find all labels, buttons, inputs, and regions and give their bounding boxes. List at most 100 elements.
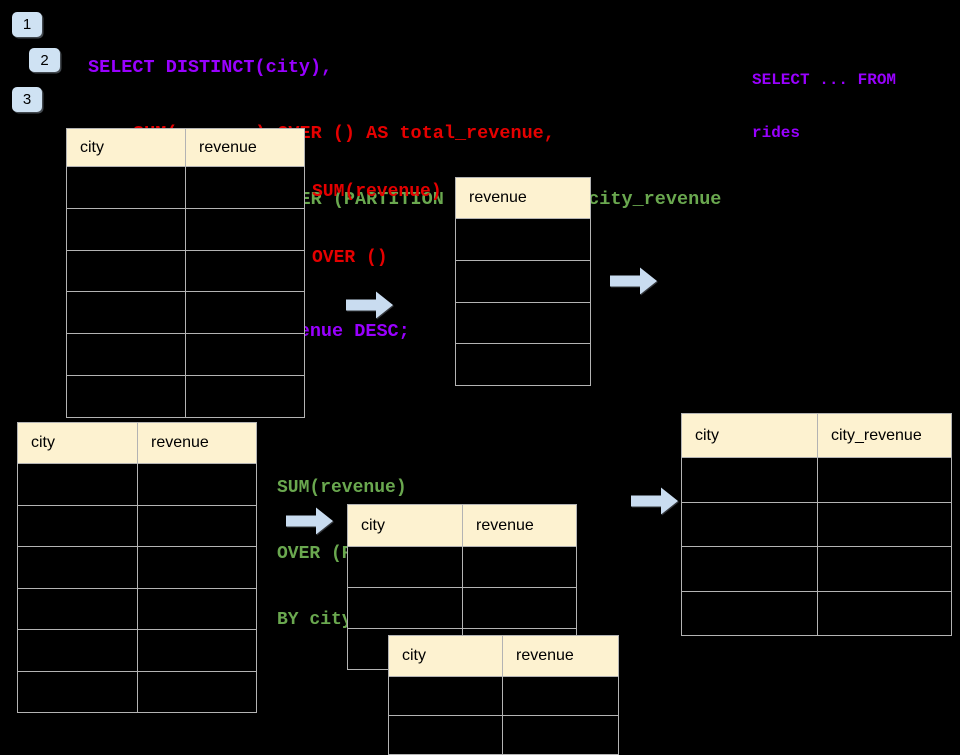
table-row xyxy=(17,504,257,547)
table-row xyxy=(17,587,257,630)
table-source-bottom: city revenue xyxy=(17,422,257,713)
empty-cell xyxy=(137,463,257,506)
table-row xyxy=(66,249,305,293)
table-row xyxy=(66,207,305,251)
label-total-revenue: SUM(revenue) OVER () xyxy=(312,137,442,291)
empty-cell xyxy=(185,333,305,376)
table-row xyxy=(681,501,952,547)
empty-cell xyxy=(137,629,257,672)
empty-cell xyxy=(455,301,591,345)
empty-cell xyxy=(817,590,952,636)
table-row xyxy=(455,343,591,387)
column-header-city: city xyxy=(681,413,818,458)
empty-cell xyxy=(137,546,257,589)
step-badge-1: 1 xyxy=(12,12,42,37)
table-row xyxy=(66,374,305,418)
table-row xyxy=(347,587,577,629)
sql-snippet-line1: SELECT ... FROM xyxy=(752,71,897,89)
empty-cell xyxy=(462,546,577,588)
table-partition-step2: city revenue xyxy=(388,635,619,755)
table-row xyxy=(455,301,591,345)
empty-cell xyxy=(185,291,305,335)
table-row xyxy=(455,218,591,261)
empty-cell xyxy=(817,457,952,503)
empty-cell xyxy=(817,501,952,547)
empty-cell xyxy=(137,587,257,630)
right-arrow-icon xyxy=(631,486,679,516)
table-row xyxy=(17,629,257,672)
empty-cell xyxy=(681,590,818,636)
column-header-city: city xyxy=(388,635,503,677)
column-header-revenue: revenue xyxy=(455,177,591,219)
empty-cell xyxy=(66,249,186,293)
table-row xyxy=(347,546,577,588)
table-row xyxy=(17,546,257,589)
empty-cell xyxy=(17,587,138,630)
column-header-city-revenue: city_revenue xyxy=(817,413,952,458)
table-row xyxy=(388,676,619,716)
column-header-revenue: revenue xyxy=(137,422,257,464)
table-final-result: city city_revenue xyxy=(681,413,952,636)
empty-cell xyxy=(137,504,257,547)
empty-cell xyxy=(681,546,818,592)
header-row: city revenue xyxy=(347,504,577,547)
empty-cell xyxy=(502,676,619,716)
empty-cell xyxy=(66,333,186,376)
header-row: city revenue xyxy=(17,422,257,464)
empty-cell xyxy=(462,587,577,629)
step-badge-2: 2 xyxy=(29,48,60,72)
table-row xyxy=(455,259,591,303)
table-row xyxy=(388,715,619,755)
table-row xyxy=(17,670,257,713)
column-header-revenue: revenue xyxy=(185,128,305,167)
column-header-city: city xyxy=(66,128,186,167)
header-row: city city_revenue xyxy=(681,413,952,458)
empty-cell xyxy=(17,629,138,672)
column-header-revenue: revenue xyxy=(502,635,619,677)
empty-cell xyxy=(66,207,186,251)
empty-cell xyxy=(817,546,952,592)
table-source-top: city revenue xyxy=(66,128,305,418)
empty-cell xyxy=(137,670,257,713)
empty-cell xyxy=(347,546,463,588)
empty-cell xyxy=(17,670,138,713)
empty-cell xyxy=(66,374,186,418)
table-row xyxy=(681,457,952,503)
right-arrow-icon xyxy=(610,266,658,296)
empty-cell xyxy=(455,343,591,387)
empty-cell xyxy=(17,504,138,547)
empty-cell xyxy=(66,166,186,209)
table-row xyxy=(17,463,257,506)
column-header-city: city xyxy=(347,504,463,547)
table-row xyxy=(66,333,305,376)
empty-cell xyxy=(681,457,818,503)
empty-cell xyxy=(681,501,818,547)
table-row xyxy=(66,291,305,335)
empty-cell xyxy=(185,207,305,251)
empty-cell xyxy=(347,587,463,629)
empty-cell xyxy=(185,249,305,293)
empty-cell xyxy=(502,715,619,755)
empty-cell xyxy=(17,463,138,506)
empty-cell xyxy=(185,166,305,209)
column-header-revenue: revenue xyxy=(462,504,577,547)
column-header-city: city xyxy=(17,422,138,464)
sql-snippet: SELECT ... FROM rides xyxy=(752,37,896,160)
empty-cell xyxy=(455,259,591,303)
right-arrow-icon xyxy=(346,290,394,320)
label-total-revenue-line2: OVER () xyxy=(312,248,388,268)
empty-cell xyxy=(388,715,503,755)
table-total-result: revenue xyxy=(455,177,591,387)
header-row: revenue xyxy=(455,177,591,219)
empty-cell xyxy=(455,218,591,261)
table-row xyxy=(66,166,305,209)
sql-snippet-line2: rides xyxy=(752,123,801,142)
step-badge-3: 3 xyxy=(12,87,42,112)
label-city-revenue-line1: SUM(revenue) xyxy=(277,478,407,498)
header-row: city revenue xyxy=(388,635,619,677)
empty-cell xyxy=(185,374,305,418)
right-arrow-icon xyxy=(286,506,334,536)
sql-line-select: SELECT DISTINCT(city), xyxy=(88,57,333,78)
empty-cell xyxy=(66,291,186,335)
empty-cell xyxy=(17,546,138,589)
